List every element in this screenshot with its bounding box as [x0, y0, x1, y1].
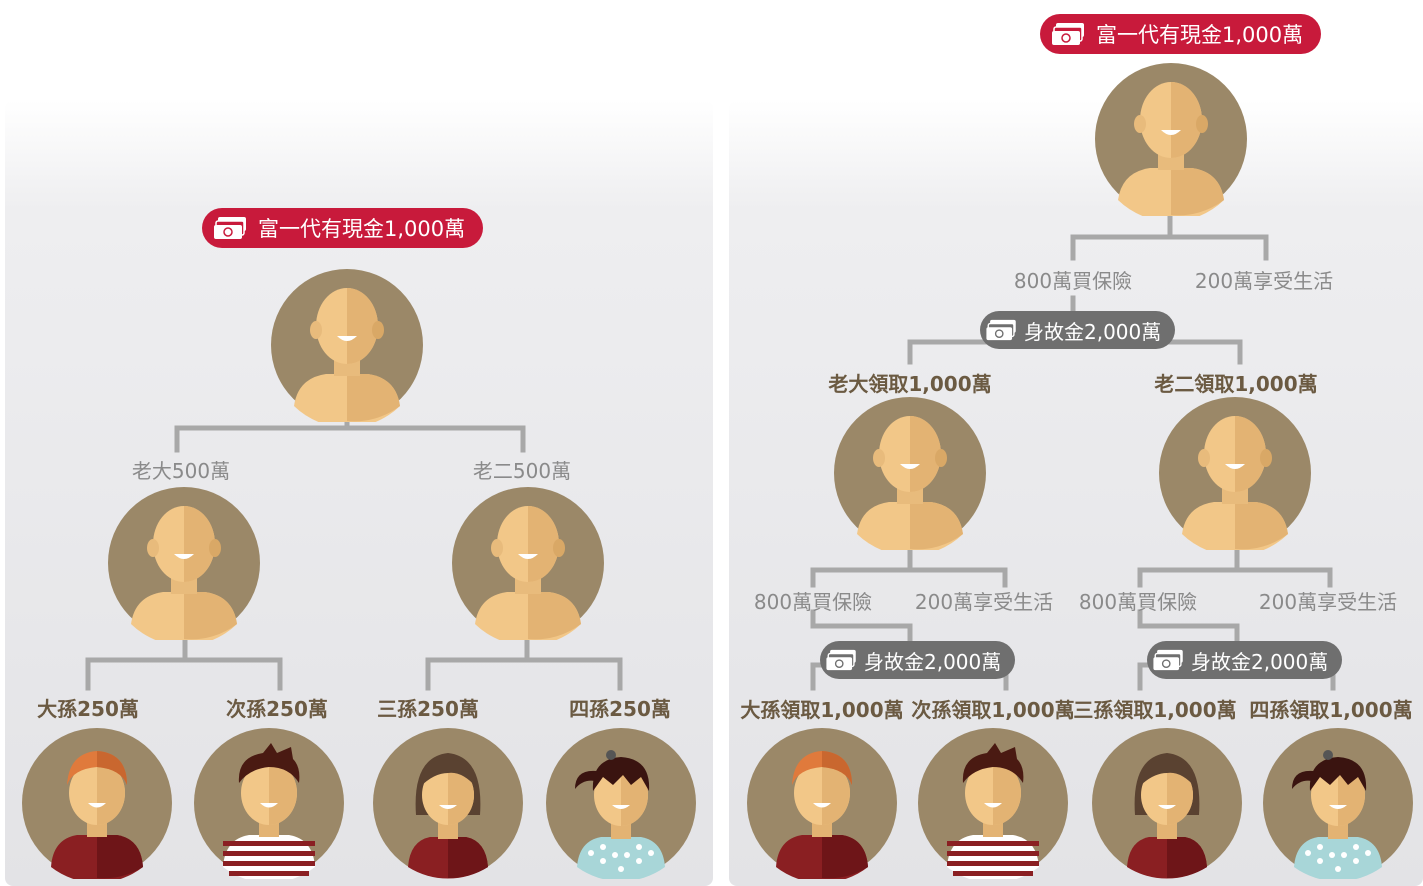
- orange-hair-boy-avatar: [22, 728, 172, 883]
- child2-insurance-label: 800萬買保險: [1078, 590, 1198, 614]
- wealth-badge-left: 富一代有現金1,000萬: [202, 208, 484, 248]
- grandchild-avatar-right-1: [746, 727, 898, 883]
- bob-hair-girl-avatar: [1092, 728, 1242, 879]
- child2-payout-badge: 身故金2,000萬: [1147, 641, 1343, 679]
- child-avatar-left-2: [451, 486, 605, 646]
- cash-stack-icon: [1153, 649, 1183, 671]
- bald-person-avatar: [271, 269, 423, 428]
- child1-insurance-label: 800萬買保險: [753, 590, 873, 614]
- child2-living-label: 200萬享受生活: [1258, 590, 1398, 614]
- bob-hair-girl-avatar: [373, 728, 523, 879]
- wealth-badge-right: 富一代有現金1,000萬: [1040, 14, 1322, 54]
- grandchild-avatar-right-3: [1091, 727, 1243, 883]
- connector-child1-left: [85, 637, 283, 691]
- orange-hair-boy-avatar: [747, 728, 897, 883]
- bald-person-avatar: [834, 397, 986, 556]
- cash-stack-icon: [214, 217, 246, 239]
- grandchild-label-right-2: 次孫領取1,000萬: [911, 698, 1075, 722]
- connector-payout-right: [907, 295, 1243, 365]
- parent-avatar-right: [1094, 62, 1248, 222]
- child1-payout-badge: 身故金2,000萬: [820, 641, 1016, 679]
- ponytail-girl-avatar: [546, 728, 696, 882]
- grandchild-avatar-right-2: [917, 727, 1069, 883]
- parent-avatar-left: [270, 268, 424, 428]
- payout-badge-label: 身故金2,000萬: [1191, 649, 1329, 674]
- grandchild-avatar-left-2: [193, 727, 345, 883]
- grandchild-label-left-3: 三孫250萬: [377, 697, 479, 721]
- payout-badge-label: 身故金2,000萬: [1024, 319, 1162, 344]
- cash-stack-icon: [986, 319, 1016, 341]
- child1-living-label: 200萬享受生活: [914, 590, 1054, 614]
- grandchild-label-left-2: 次孫250萬: [226, 697, 328, 721]
- bald-person-avatar: [108, 487, 260, 646]
- payout-badge-label: 身故金2,000萬: [864, 649, 1002, 674]
- grandchild-label-left-4: 四孫250萬: [569, 697, 671, 721]
- wealth-badge-label: 富一代有現金1,000萬: [258, 217, 466, 241]
- connector-child1-right: [810, 544, 1008, 588]
- child-avatar-right-2: [1158, 396, 1312, 556]
- spiky-hair-boy-avatar: [918, 728, 1068, 883]
- wealth-badge-label: 富一代有現金1,000萬: [1096, 23, 1304, 47]
- connector-child2-right: [1137, 544, 1333, 588]
- grandchild-avatar-right-4: [1262, 727, 1414, 883]
- grandchild-label-right-3: 三孫領取1,000萬: [1073, 698, 1237, 722]
- spiky-hair-boy-avatar: [194, 728, 344, 883]
- child-label-left-1: 老大500萬: [131, 459, 231, 483]
- child-label-right-1: 老大領取1,000萬: [828, 372, 992, 396]
- grandchild-avatar-left-4: [545, 727, 697, 883]
- split-living-label: 200萬享受生活: [1194, 269, 1334, 293]
- grandchild-label-right-4: 四孫領取1,000萬: [1249, 698, 1413, 722]
- child-label-left-2: 老二500萬: [472, 459, 572, 483]
- split-insurance-label: 800萬買保險: [1013, 269, 1133, 293]
- payout-badge-right: 身故金2,000萬: [980, 311, 1176, 349]
- grandchild-avatar-left-3: [372, 727, 524, 883]
- grandchild-avatar-left-1: [21, 727, 173, 883]
- ponytail-girl-avatar: [1263, 728, 1413, 882]
- grandchild-label-right-1: 大孫領取1,000萬: [740, 698, 904, 722]
- child-avatar-right-1: [833, 396, 987, 556]
- child-label-right-2: 老二領取1,000萬: [1154, 372, 1318, 396]
- connector-child2-left: [425, 637, 623, 691]
- grandchild-label-left-1: 大孫250萬: [37, 697, 139, 721]
- cash-stack-icon: [826, 649, 856, 671]
- bald-person-avatar: [1159, 397, 1311, 556]
- connector-root-right: [1070, 209, 1269, 261]
- cash-stack-icon: [1052, 23, 1084, 45]
- bald-person-avatar: [452, 487, 604, 646]
- bald-person-avatar: [1095, 63, 1247, 222]
- child-avatar-left-1: [107, 486, 261, 646]
